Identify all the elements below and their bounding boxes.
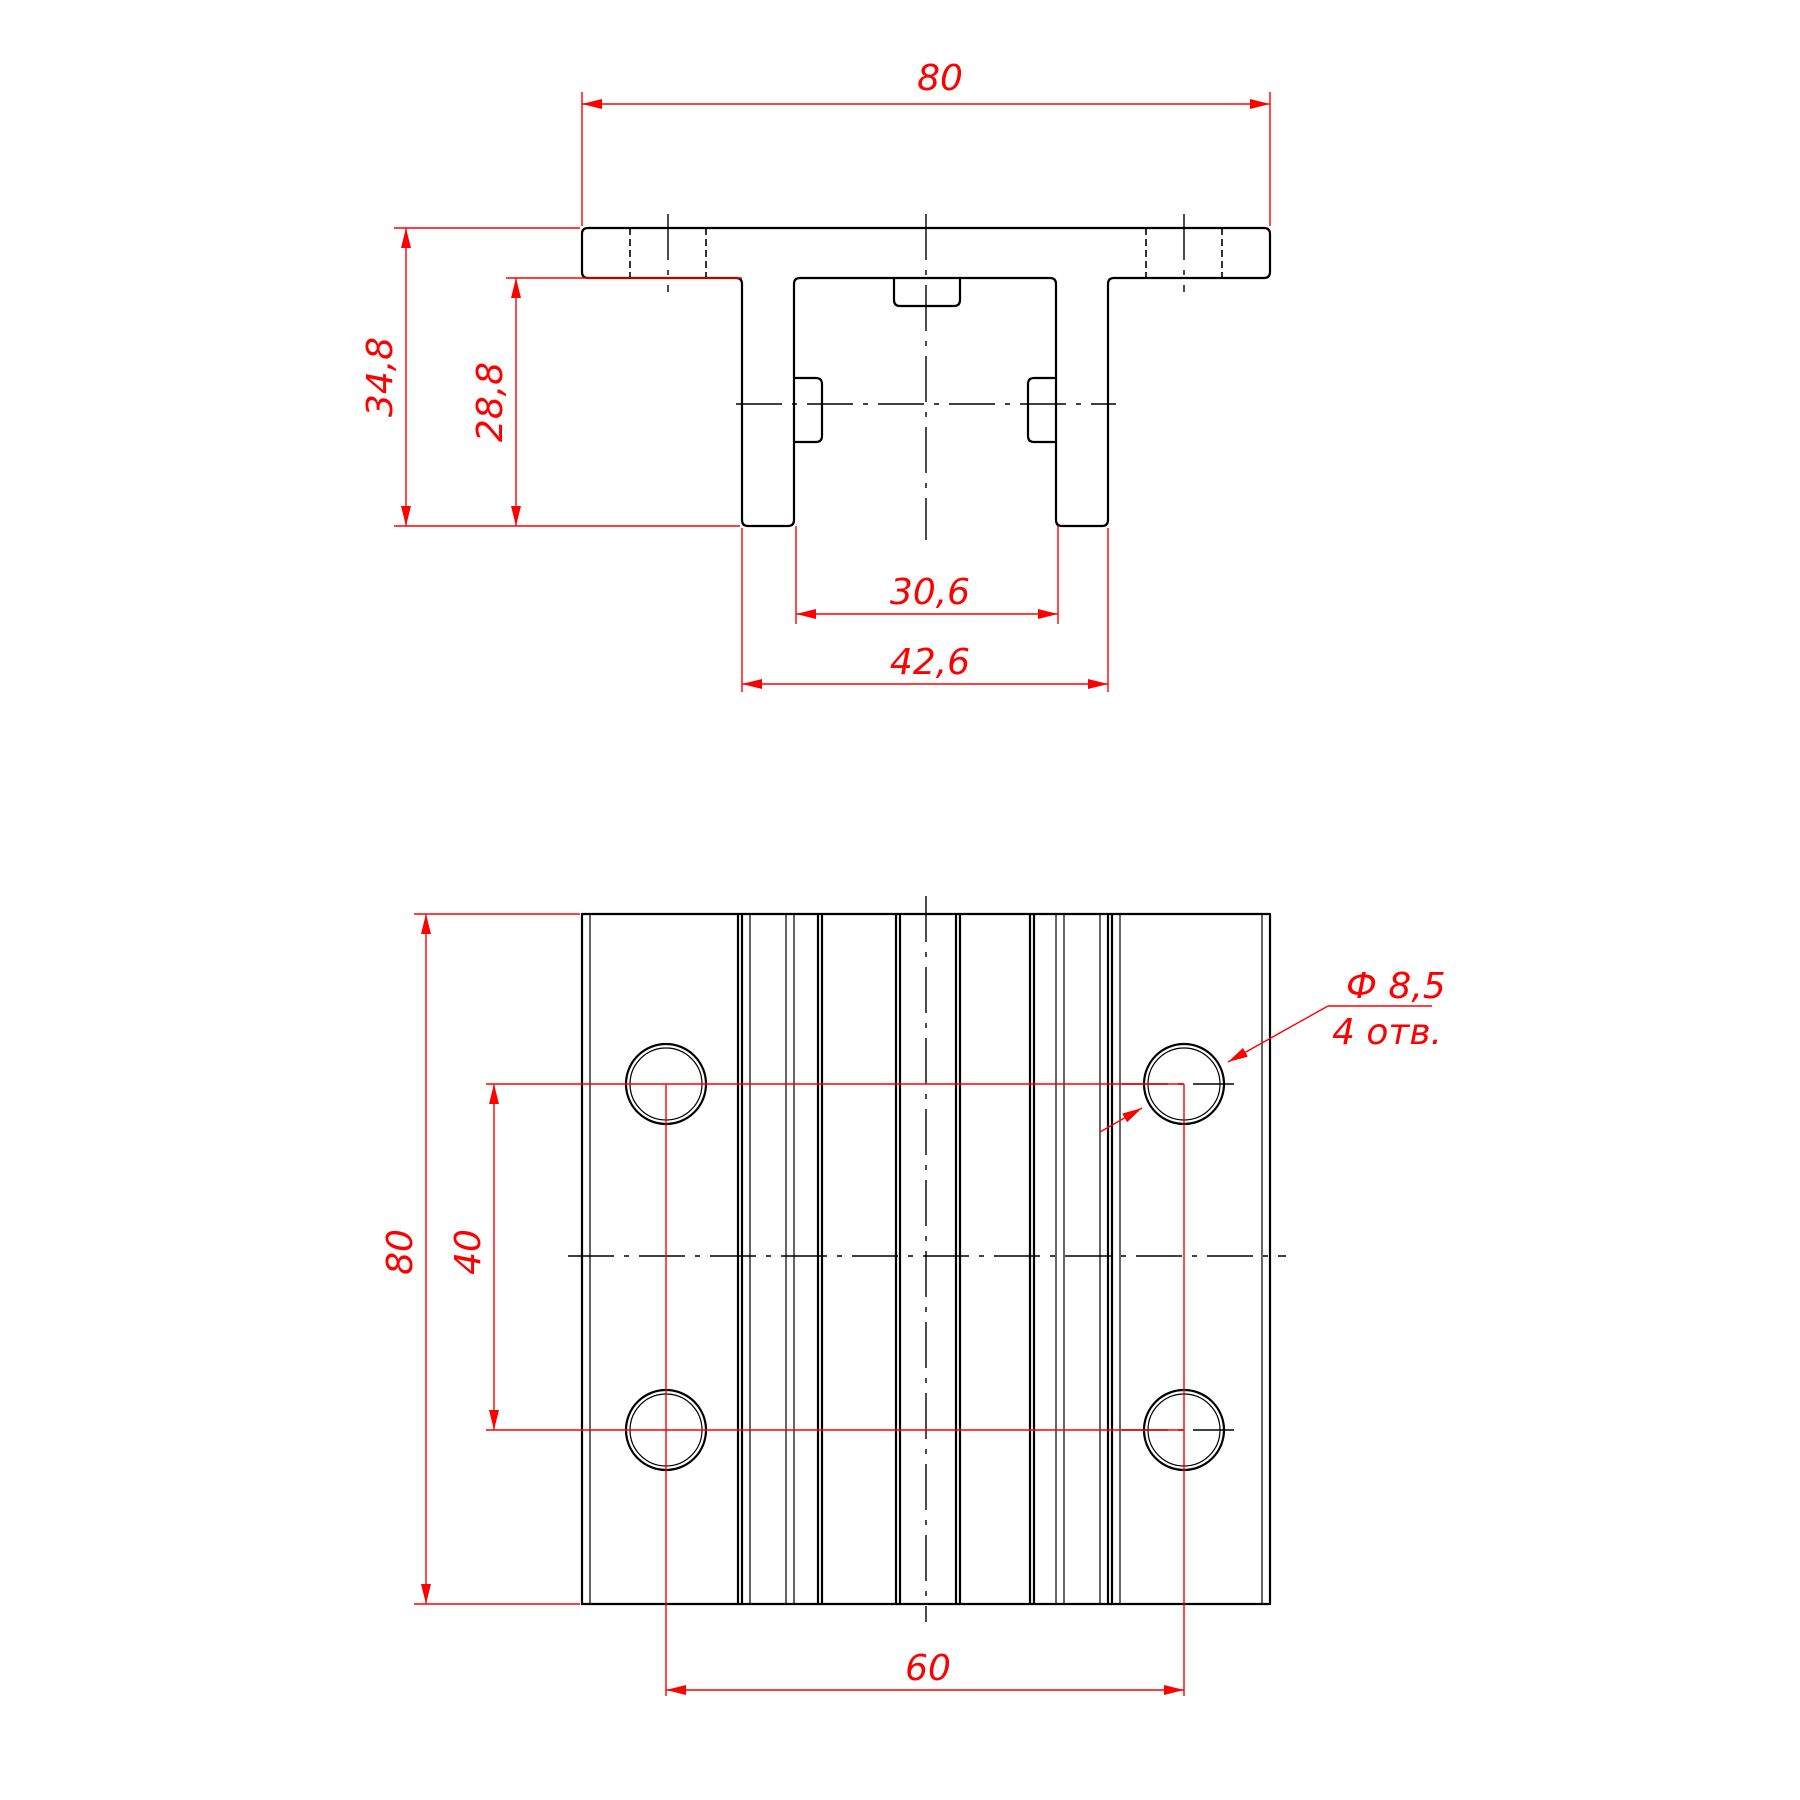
dim-body-height: 28,8 [470,277,742,526]
hole-center-extensions [486,1083,1185,1696]
dim-overall-height: 34,8 [360,227,740,527]
dim-outer-width: 42,6 [741,528,1109,692]
dim-inner-width-text: 30,6 [890,572,970,613]
right-side-groove [1026,376,1056,444]
dim-overall-length-text: 80 [380,1229,421,1275]
top-view: 80 34,8 28,8 30,6 42,6 [360,58,1272,692]
left-hidden-hole [629,227,707,279]
dim-hole-spacing-vertical: 40 [448,1084,499,1430]
dim-hole-diameter: Ф 8,5 4 отв. [1099,966,1446,1133]
dim-overall-length: 80 [380,913,580,1605]
dim-overall-height-text: 34,8 [360,337,401,417]
dim-hole-spacing-vertical-text: 40 [448,1229,489,1275]
dim-body-height-text: 28,8 [470,362,511,442]
dim-overall-width: 80 [581,58,1271,226]
dim-overall-width-text: 80 [917,58,963,99]
plan-view: 80 40 60 Ф 8,5 4 отв. [380,896,1446,1696]
left-side-groove [794,376,824,444]
dim-hole-count-text: 4 отв. [1332,1012,1442,1053]
dim-hole-diameter-text: Ф 8,5 [1346,966,1446,1007]
dim-hole-spacing-horizontal-text: 60 [905,1648,951,1689]
plan-longitudinal-lines [589,914,1263,1604]
right-hidden-hole [1145,227,1223,279]
dim-inner-width: 30,6 [795,526,1059,624]
top-groove [892,278,962,308]
dim-hole-spacing-horizontal: 60 [666,1648,1184,1695]
dim-outer-width-text: 42,6 [890,642,970,683]
